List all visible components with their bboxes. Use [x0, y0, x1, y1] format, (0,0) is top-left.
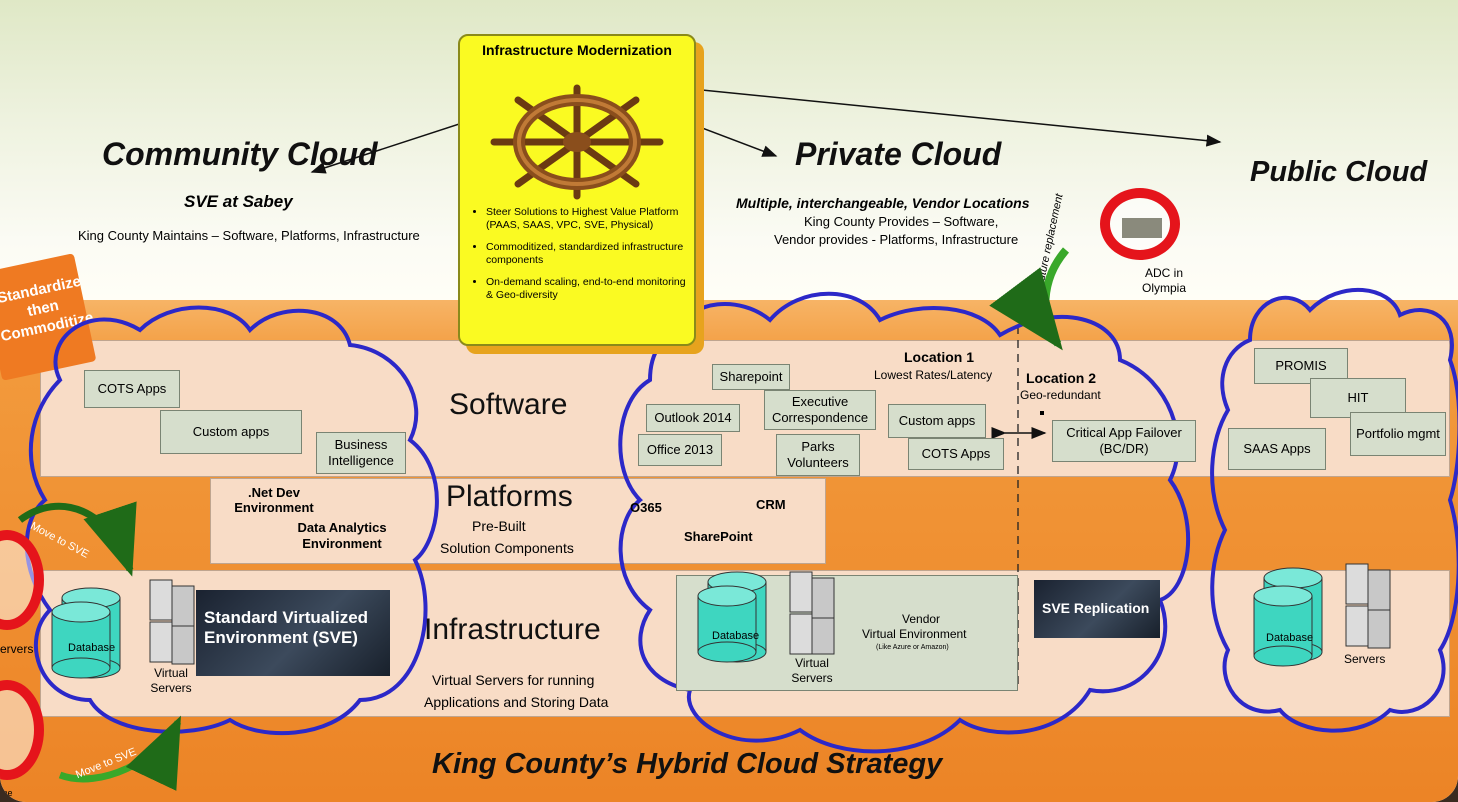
private-server-icon: [789, 571, 835, 655]
community-database-label: Database: [68, 642, 116, 654]
sve-line-2: Environment (SVE): [204, 628, 358, 647]
platforms-sub-2: Solution Components: [440, 540, 574, 556]
no-adc-sign-icon: [1100, 188, 1180, 260]
community-database-icon: [51, 587, 121, 679]
private-cloud-subtitle: Multiple, interchangeable, Vendor Locati…: [736, 195, 1030, 211]
callout-bullet: Commoditized, standardized infrastructur…: [486, 241, 692, 266]
private-custom-apps-box: Custom apps: [888, 404, 986, 438]
private-database-icon: [697, 571, 767, 663]
cots-apps-box: COTS Apps: [84, 370, 180, 408]
community-cloud-desc: King County Maintains – Software, Platfo…: [78, 228, 420, 243]
public-servers-label: Servers: [1344, 652, 1386, 666]
crm-label: CRM: [756, 497, 786, 512]
vendor-ve-label-1: Vendor: [902, 612, 941, 626]
community-cloud-subtitle: SVE at Sabey: [184, 192, 293, 211]
saas-apps-box: SAAS Apps: [1228, 428, 1326, 470]
private-database-label: Database: [712, 630, 760, 642]
callout-bullet: On-demand scaling, end-to-end monitoring…: [486, 276, 692, 301]
critical-app-failover-box: Critical App Failover (BC/DR): [1052, 420, 1196, 462]
public-database-icon: [1253, 567, 1323, 667]
callout-bullet: Steer Solutions to Highest Value Platfor…: [486, 206, 692, 231]
sve-panel: Standard Virtualized Environment (SVE): [196, 590, 390, 676]
vendor-ve-label-2: Virtual Environment: [862, 627, 967, 641]
data-analytics-environment-label: Data Analytics Environment: [297, 520, 387, 551]
custom-apps-box: Custom apps: [160, 410, 302, 454]
arrow-to-public: [661, 85, 1222, 147]
office-box: Office 2013: [638, 434, 722, 466]
sharepoint-box: Sharepoint: [712, 364, 790, 390]
portfolio-mgmt-box: Portfolio mgmt: [1350, 412, 1446, 456]
move-to-sve-bottom-arrow: [58, 715, 182, 791]
infrastructure-modernization-callout: Infrastructure Modernization Steer Solut…: [458, 34, 696, 346]
platforms-layer-label: Platforms: [446, 480, 573, 513]
outlook-box: Outlook 2014: [646, 404, 740, 432]
platforms-sub-1: Pre-Built: [472, 518, 526, 534]
ship-wheel-icon: [490, 84, 664, 200]
vendor-ve-note: (Like Azure or Amazon): [876, 644, 949, 651]
public-cloud-outline: [1210, 288, 1458, 733]
move-to-sve-top-arrow: [17, 501, 137, 577]
infra-sub-1: Virtual Servers for running: [432, 672, 595, 688]
platforms-band: [210, 478, 826, 564]
software-layer-label: Software: [449, 388, 568, 421]
sve-replication-label: SVE Replication: [1042, 600, 1150, 616]
private-cloud-title: Private Cloud: [795, 136, 1002, 172]
left-bottom-label: me: [0, 788, 13, 798]
business-intelligence-box: Business Intelligence: [316, 432, 406, 474]
infrastructure-layer-label: Infrastructure: [424, 613, 601, 646]
sve-replication-panel: SVE Replication: [1034, 580, 1160, 638]
community-virtual-servers-label: Virtual Servers: [150, 666, 192, 695]
private-cloud-desc-2: Vendor provides - Platforms, Infrastruct…: [774, 232, 1019, 247]
callout-bullets: Steer Solutions to Highest Value Platfor…: [464, 206, 692, 311]
bullet-dot: [1040, 411, 1044, 415]
location-1-label: Location 1: [904, 349, 975, 365]
location-1-sub: Lowest Rates/Latency: [874, 368, 993, 382]
public-server-icon: [1345, 563, 1391, 649]
callout-title: Infrastructure Modernization: [482, 42, 672, 58]
future-replacement-arrow: [989, 247, 1070, 351]
hit-box: HIT: [1310, 378, 1406, 418]
sve-line-1: Standard Virtualized: [204, 608, 369, 627]
infra-sub-2: Applications and Storing Data: [424, 694, 609, 710]
public-cloud-title: Public Cloud: [1250, 156, 1428, 188]
private-cloud-desc-1: King County Provides – Software,: [804, 214, 999, 229]
executive-correspondence-box: Executive Correspondence: [764, 390, 876, 430]
private-virtual-servers-label: Virtual Servers: [791, 656, 833, 685]
sharepoint-platform-label: SharePoint: [684, 529, 753, 544]
private-cloud-outline: [618, 291, 1191, 754]
community-server-icon: [149, 579, 195, 665]
o365-label: O365: [630, 500, 662, 515]
location-2-sub: Geo-redundant: [1020, 388, 1101, 402]
parks-volunteers-box: Parks Volunteers: [776, 434, 860, 476]
private-cots-apps-box: COTS Apps: [908, 438, 1004, 470]
diagram-title: King County’s Hybrid Cloud Strategy: [432, 748, 943, 780]
location-2-label: Location 2: [1026, 370, 1097, 386]
community-cloud-outline: [24, 305, 439, 736]
adc-olympia-label: ADC in Olympia: [1141, 266, 1186, 295]
public-database-label: Database: [1266, 632, 1314, 644]
net-dev-environment-label: .Net Dev Environment: [234, 485, 314, 515]
left-servers-label: ervers: [0, 642, 34, 656]
